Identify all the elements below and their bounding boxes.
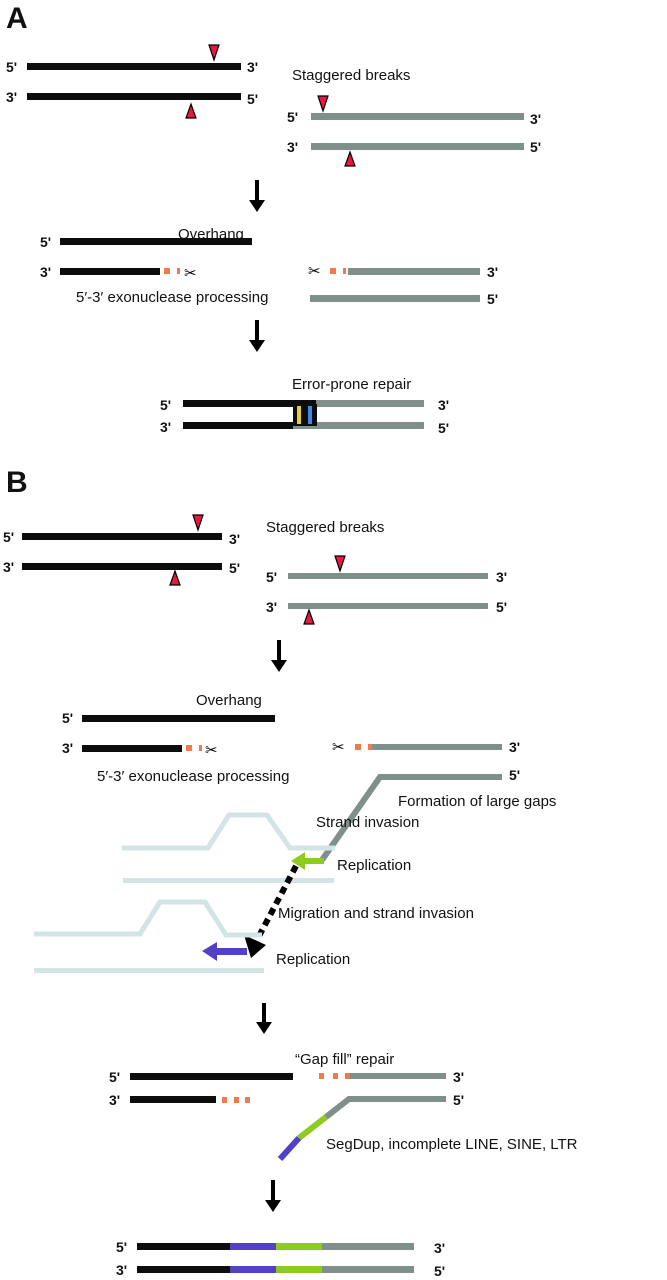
- staggered-breaks-label: Staggered breaks: [292, 67, 410, 84]
- panel-a-host-duplex: 5' 3' 3' 5': [6, 44, 258, 119]
- svg-text:5': 5': [40, 234, 51, 250]
- template-duplex-1: [122, 812, 335, 883]
- svg-text:5': 5': [229, 560, 240, 576]
- svg-text:5': 5': [509, 767, 520, 783]
- gap-fill-label: “Gap fill” repair: [295, 1051, 394, 1068]
- svg-text:3': 3': [40, 264, 51, 280]
- scissors-icon: ✂: [332, 738, 345, 756]
- svg-text:3': 3': [109, 1092, 120, 1108]
- step-arrow: [265, 1180, 281, 1212]
- svg-text:5': 5': [3, 529, 14, 545]
- svg-text:3': 3': [6, 89, 17, 105]
- panel-b-resected-donor: ✂ 3' 5': [319, 738, 520, 862]
- break-marker: [192, 514, 204, 532]
- segdup-label: SegDup, incomplete LINE, SINE, LTR: [326, 1136, 578, 1153]
- svg-text:3': 3': [509, 739, 520, 755]
- svg-text:3': 3': [247, 59, 258, 75]
- migration-label: Migration and strand invasion: [278, 905, 474, 922]
- step-arrow: [249, 180, 265, 212]
- svg-text:3': 3': [266, 599, 277, 615]
- svg-text:5': 5': [496, 599, 507, 615]
- panel-b-final-duplex: 5' 3' 3' 5': [116, 1239, 445, 1279]
- svg-text:3': 3': [229, 531, 240, 547]
- exonuclease-label-b: 5′-3′ exonuclease processing: [97, 768, 289, 785]
- svg-text:3': 3': [530, 111, 541, 127]
- break-marker: [317, 95, 329, 113]
- svg-text:3': 3': [487, 264, 498, 280]
- exonuclease-label: 5′-3′ exonuclease processing: [76, 289, 268, 306]
- svg-text:3': 3': [3, 559, 14, 575]
- replication-label-1: Replication: [337, 857, 411, 874]
- error-prone-repair-label: Error-prone repair: [292, 376, 411, 393]
- svg-text:3': 3': [434, 1240, 445, 1256]
- svg-text:5': 5': [62, 710, 73, 726]
- svg-text:5': 5': [487, 291, 498, 307]
- svg-text:5': 5': [287, 109, 298, 125]
- panel-b-label: B: [6, 466, 28, 499]
- svg-text:5': 5': [6, 59, 17, 75]
- replication-arrow-purple: [202, 942, 247, 961]
- svg-text:5': 5': [116, 1239, 127, 1255]
- strand-invasion-label: Strand invasion: [316, 814, 419, 831]
- svg-text:5': 5': [438, 420, 449, 436]
- migration-arrow: [255, 864, 299, 940]
- panel-b-donor-duplex: 5' 3' 3' 5': [266, 555, 507, 625]
- replication-label-2: Replication: [276, 951, 350, 968]
- break-marker: [344, 150, 356, 167]
- template-duplex-2: [34, 899, 264, 973]
- large-gaps-label: Formation of large gaps: [398, 793, 556, 810]
- svg-text:3': 3': [496, 569, 507, 585]
- panel-a-repaired-duplex: 5' 3' 3' 5': [160, 397, 449, 436]
- panel-b-host-duplex: 5' 3' 3' 5': [3, 514, 240, 586]
- panel-b-gap-fill-intermediate: 5' 3' 3' 5': [109, 1069, 464, 1162]
- overhang-label-b: Overhang: [196, 692, 262, 709]
- break-marker: [185, 102, 197, 119]
- panel-a-label: A: [6, 2, 28, 35]
- svg-text:3': 3': [453, 1069, 464, 1085]
- break-marker: [334, 555, 346, 573]
- svg-text:3': 3': [116, 1262, 127, 1278]
- step-arrow: [249, 320, 265, 352]
- svg-text:5': 5': [247, 91, 258, 107]
- scissors-icon: ✂: [205, 741, 218, 759]
- svg-text:3': 3': [160, 419, 171, 435]
- panel-a-resected-donor: ✂ 3' 5': [308, 262, 498, 307]
- svg-text:5': 5': [266, 569, 277, 585]
- panel-a-donor-duplex: 5' 3' 3' 5': [287, 95, 541, 167]
- svg-text:5': 5': [160, 397, 171, 413]
- break-marker: [303, 608, 315, 625]
- break-marker: [208, 44, 220, 62]
- svg-text:5': 5': [530, 139, 541, 155]
- replication-arrow-green: [291, 852, 324, 870]
- step-arrow: [271, 640, 287, 672]
- migration-arrowhead: [244, 935, 266, 958]
- staggered-breaks-label-b: Staggered breaks: [266, 519, 384, 536]
- panel-a-resected-host: 5' 3' ✂: [40, 234, 252, 282]
- svg-text:5': 5': [109, 1069, 120, 1085]
- break-marker: [169, 569, 181, 586]
- svg-text:5': 5': [453, 1092, 464, 1108]
- step-arrow: [256, 1003, 272, 1034]
- svg-text:3': 3': [287, 139, 298, 155]
- scissors-icon: ✂: [184, 264, 197, 282]
- svg-text:5': 5': [434, 1263, 445, 1279]
- svg-text:3': 3': [438, 397, 449, 413]
- scissors-icon: ✂: [308, 262, 321, 280]
- panel-b-resected-host: 5' 3' ✂: [62, 710, 275, 759]
- svg-text:3': 3': [62, 740, 73, 756]
